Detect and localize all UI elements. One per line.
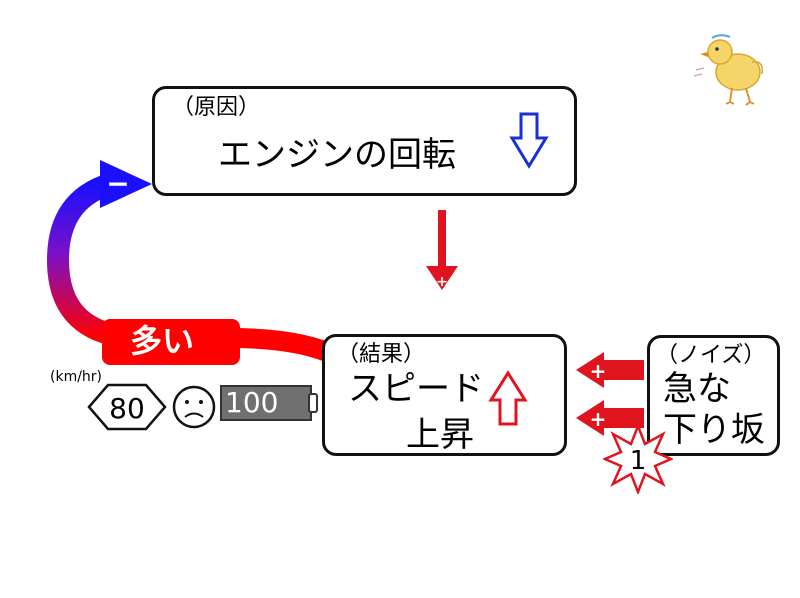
cause-to-result-sign: + xyxy=(436,274,448,290)
feedback-sign: − xyxy=(106,167,129,200)
current-speed-value: 100 xyxy=(225,386,279,419)
noise-box xyxy=(647,335,780,456)
result-label-line1: スピード xyxy=(348,369,484,409)
noise-to-result-sign-1: + xyxy=(590,359,607,383)
speed-limit-sign-icon: 80 xyxy=(87,383,167,431)
sad-face-icon xyxy=(172,385,216,429)
noise-to-result-arrow-2: + xyxy=(576,400,644,436)
noise-to-result-sign-2: + xyxy=(590,407,607,431)
cause-tag: （原因） xyxy=(172,95,261,120)
cause-label: エンジンの回転 xyxy=(218,135,456,175)
feedback-tail xyxy=(220,328,346,366)
burst-star-icon: 1 xyxy=(603,424,673,494)
increase-arrow-icon xyxy=(488,370,528,426)
feedback-label-box xyxy=(102,319,240,365)
chick-doodle-icon xyxy=(693,34,764,106)
feedback-arrowhead xyxy=(100,160,152,208)
speed-unit: (km/hr) xyxy=(50,369,103,385)
speed-limit-value: 80 xyxy=(109,392,145,425)
noise-label-line2: 下り坂 xyxy=(663,410,765,450)
feedback-curve xyxy=(46,173,141,349)
cause-to-result-arrow: + xyxy=(426,210,458,290)
cause-box xyxy=(152,86,577,196)
speed-meter-body xyxy=(220,385,312,421)
result-label-line2: 上昇 xyxy=(406,415,474,455)
feedback-label: 多い xyxy=(130,322,195,360)
result-tag: （結果） xyxy=(337,342,426,367)
noise-label-line1: 急な xyxy=(663,369,731,409)
decrease-arrow-icon xyxy=(509,112,549,169)
noise-tag: （ノイズ） xyxy=(656,343,766,368)
speed-meter-cap xyxy=(308,393,318,413)
burst-number: 1 xyxy=(630,446,647,476)
noise-to-result-arrow-1: + xyxy=(576,352,644,388)
result-box xyxy=(322,334,567,456)
